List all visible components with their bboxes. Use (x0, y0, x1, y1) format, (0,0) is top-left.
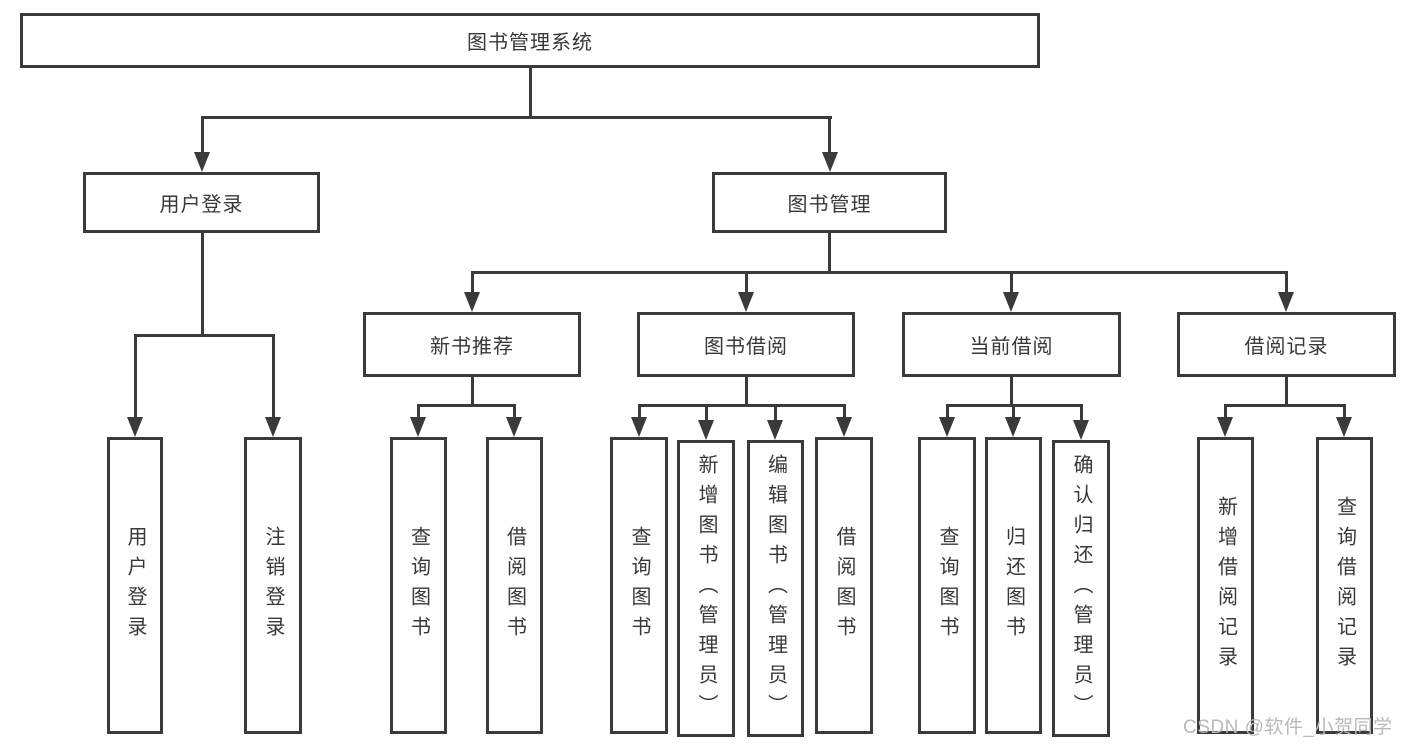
node-label: 借阅记录 (1244, 336, 1329, 358)
leaf-return-books: 归还图书 (985, 437, 1042, 734)
node-label: 查询借阅记录 (1333, 495, 1356, 676)
csdn-watermark: CSDN @软件_小贺同学 (1183, 717, 1393, 738)
leaf-query-books-recommendation: 查询图书 (390, 437, 447, 734)
connector-line (133, 334, 275, 337)
connector-line (773, 407, 777, 420)
connector-line (200, 116, 832, 119)
connector-line (637, 404, 846, 407)
connector-line (200, 119, 204, 152)
node-label: 归还图书 (1002, 525, 1025, 646)
node-book-management: 图书管理 (712, 172, 947, 233)
node-label: 图书管理系统 (467, 32, 593, 54)
connector-line (512, 407, 516, 417)
connector-line (1011, 407, 1015, 417)
connector-line (637, 407, 641, 417)
node-new-book-recommendation: 新书推荐 (363, 312, 581, 377)
connector-line (416, 407, 420, 417)
node-label: 借阅图书 (503, 525, 526, 646)
node-label: 用户登录 (159, 194, 244, 216)
arrowhead (1336, 417, 1352, 437)
connector-line (470, 271, 1288, 274)
connector-line (945, 407, 949, 417)
connector-line (133, 336, 137, 417)
leaf-query-borrow-record: 查询借阅记录 (1316, 437, 1373, 734)
connector-line (842, 407, 846, 417)
arrowhead (1005, 417, 1021, 437)
leaf-user-login: 用户登录 (107, 437, 163, 734)
arrowhead (194, 152, 210, 172)
connector-line (470, 274, 474, 292)
leaf-borrow-books-borrowing: 借阅图书 (815, 437, 873, 734)
arrowhead (939, 417, 955, 437)
node-label: 查询图书 (628, 525, 650, 646)
node-user-login: 用户登录 (83, 172, 320, 233)
arrowhead (698, 420, 714, 440)
arrowhead (738, 292, 754, 312)
connector-line (1223, 407, 1227, 417)
node-label: 编辑图书（管理员） (764, 453, 787, 724)
node-book-borrowing: 图书借阅 (637, 312, 855, 377)
node-label: 查询图书 (936, 525, 958, 646)
node-label: 新增借阅记录 (1214, 495, 1237, 676)
node-label: 借阅图书 (833, 525, 855, 646)
arrowhead (822, 152, 838, 172)
node-label: 图书管理 (787, 194, 872, 216)
connector-line (1284, 377, 1288, 405)
node-label: 图书借阅 (704, 336, 788, 358)
connector-line (828, 233, 831, 274)
arrowhead (1278, 292, 1294, 312)
node-current-borrowing: 当前借阅 (902, 312, 1121, 377)
arrowhead (836, 417, 852, 437)
connector-line (1223, 404, 1346, 407)
leaf-confirm-return-admin: 确认归还（管理员） (1052, 440, 1110, 737)
leaf-logout: 注销登录 (244, 437, 302, 734)
arrowhead (1073, 420, 1089, 440)
node-label: 注销登录 (262, 525, 284, 646)
leaf-query-books-borrowing: 查询图书 (610, 437, 668, 734)
arrowhead (1003, 292, 1019, 312)
leaf-borrow-books-recommendation: 借阅图书 (486, 437, 543, 734)
node-label: 新增图书（管理员） (695, 453, 717, 724)
arrowhead (631, 417, 647, 437)
connector-line (1342, 407, 1346, 417)
node-label: 确认归还（管理员） (1070, 453, 1092, 724)
arrowhead (410, 417, 426, 437)
connector-line (1009, 377, 1013, 405)
arrowhead (265, 417, 281, 437)
leaf-edit-books-admin: 编辑图书（管理员） (747, 440, 804, 737)
connector-line (1009, 274, 1013, 292)
arrowhead (506, 417, 522, 437)
leaf-add-borrow-record: 新增借阅记录 (1197, 437, 1254, 734)
arrowhead (1217, 417, 1233, 437)
connector-line (744, 377, 748, 405)
connector-line (1284, 274, 1288, 292)
node-label: 查询图书 (407, 525, 430, 646)
node-label: 当前借阅 (969, 336, 1054, 358)
connector-line (744, 274, 748, 292)
arrowhead (127, 417, 143, 437)
connector-line (1079, 407, 1083, 420)
connector-line (416, 404, 516, 407)
leaf-query-books-current: 查询图书 (918, 437, 976, 734)
connector-line (271, 336, 275, 417)
connector-line (470, 377, 474, 405)
connector-line (528, 68, 532, 117)
node-label: 用户登录 (124, 525, 146, 646)
arrowhead (464, 292, 480, 312)
connector-line (945, 404, 1083, 407)
node-label: 新书推荐 (430, 336, 514, 358)
connector-line (828, 119, 831, 152)
leaf-add-books-admin: 新增图书（管理员） (677, 440, 735, 737)
arrowhead (767, 420, 783, 440)
connector-line (200, 233, 204, 335)
connector-line (704, 407, 708, 420)
node-library-management-system: 图书管理系统 (20, 13, 1040, 68)
node-borrowing-records: 借阅记录 (1177, 312, 1396, 377)
